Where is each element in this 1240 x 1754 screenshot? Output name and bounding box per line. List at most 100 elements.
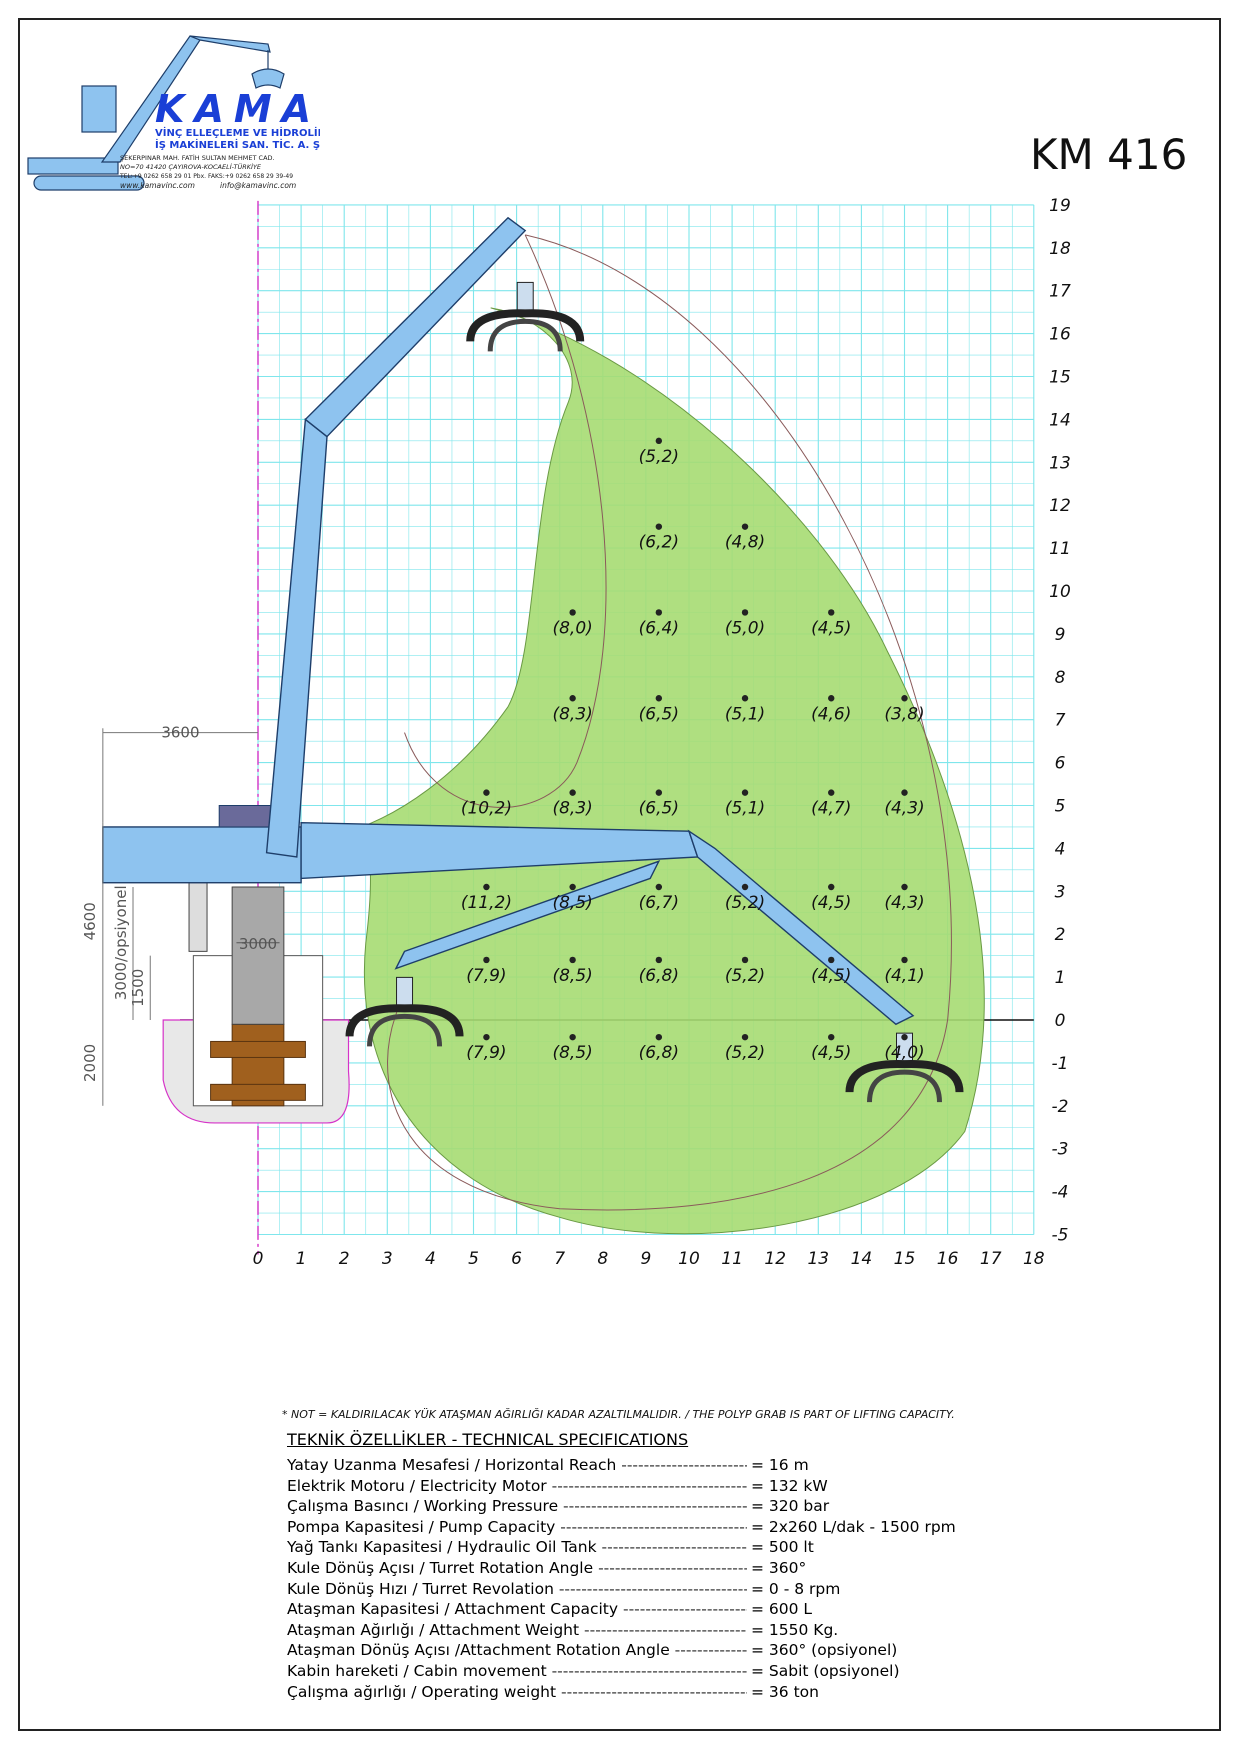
capacity-label: (4,5) [811,966,851,986]
spec-label: Yağ Tankı Kapasitesi / Hydraulic Oil Tan… [287,1537,747,1558]
capacity-point [901,883,908,891]
capacity-point [655,523,663,530]
spec-label: Çalışma ağırlığı / Operating weight [287,1682,747,1703]
capacity-point [741,1033,749,1041]
x-tick-label: 0 [253,1249,264,1269]
y-tick-label: -3 [1052,1140,1069,1160]
y-tick-label: 18 [1049,239,1071,259]
capacity-point [569,609,576,616]
capacity-point [741,883,749,891]
x-tick-label: 8 [597,1249,608,1269]
spec-label: Kule Dönüş Hızı / Turret Revolation [287,1579,747,1600]
y-tick-label: 10 [1049,582,1071,602]
capacity-label: (4,1) [884,966,924,986]
stick-upper [304,216,527,438]
capacity-point [655,883,663,891]
capacity-point [901,789,908,796]
capacity-point [828,789,835,796]
pile-flange [210,1083,306,1101]
dim-height-total: 4600 [81,902,99,940]
capacity-label: (5,1) [725,799,765,819]
spec-value: = 132 kW [751,1476,828,1495]
y-tick-label: 5 [1055,797,1066,817]
grab-tines [466,309,585,342]
logo-email: info@kamavinc.com [220,181,296,190]
capacity-point [569,956,576,964]
model-title: KM 416 [1030,130,1188,179]
page-frame [18,18,1221,1731]
capacity-label: (4,3) [884,799,924,819]
y-tick-label: 19 [1049,196,1071,216]
capacity-label: (6,5) [639,704,679,724]
capacity-point [655,1033,663,1041]
y-tick-label: 2 [1055,925,1066,945]
capacity-label: (8,5) [552,1043,592,1063]
capacity-point [741,695,749,702]
main-boom [265,418,328,858]
grab-near [345,976,464,1047]
spec-row: Yatay Uzanma Mesafesi / Horizontal Reach… [287,1455,1187,1476]
capacity-label: (5,2) [639,447,679,467]
spec-label: Ataşman Kapasitesi / Attachment Capacity [287,1599,747,1620]
spec-label: Kule Dönüş Açısı / Turret Rotation Angle [287,1558,747,1579]
ladder [188,882,208,952]
x-tick-label: 18 [1023,1249,1045,1269]
capacity-point [901,695,908,702]
logo-addr2: NO=70 41420 ÇAYIROVA-KOCAELİ-TÜRKİYE [120,162,262,171]
spec-value: = 360° [751,1558,807,1577]
dim-base-height: 1500 [129,969,147,1007]
spec-value: = 360° (opsiyonel) [751,1641,898,1660]
grab-far [845,1032,964,1103]
x-tick-label: 15 [894,1249,916,1269]
x-tick-label: 9 [640,1249,651,1269]
capacity-point [483,1033,490,1041]
grab-tines [487,318,563,352]
capacity-label: (4,0) [884,1043,924,1063]
capacity-point [901,1033,908,1041]
capacity-point [569,1033,576,1041]
y-tick-label: 0 [1055,1011,1066,1031]
dim-depth: 2000 [81,1044,99,1082]
capacity-point [655,609,663,616]
spec-value: = Sabit (opsiyonel) [751,1661,900,1680]
column [231,886,285,1025]
capacity-label: (6,4) [639,618,679,638]
capacity-point [655,437,663,445]
spec-row: Ataşman Ağırlığı / Attachment Weight= 15… [287,1620,1187,1641]
grab-tines [867,1069,942,1103]
x-tick-label: 6 [511,1249,522,1269]
capacity-label: (7,9) [466,1043,506,1063]
spec-label: Ataşman Ağırlığı / Attachment Weight [287,1620,747,1641]
y-tick-label: 6 [1055,754,1066,774]
y-tick-label: 3 [1055,882,1066,902]
y-tick-label: -5 [1052,1226,1069,1246]
x-tick-label: 1 [296,1249,307,1269]
y-tick-label: -2 [1052,1097,1069,1117]
capacity-label: (8,5) [552,966,592,986]
capacity-point [655,695,663,702]
x-tick-label: 16 [937,1249,959,1269]
capacity-point [901,956,908,964]
spec-label: Ataşman Dönüş Açısı /Attachment Rotation… [287,1640,747,1661]
envelope-area [360,307,985,1235]
spec-value: = 500 lt [751,1538,814,1557]
spec-label: Elektrik Motoru / Electricity Motor [287,1476,747,1497]
spec-row: Ataşman Dönüş Açısı /Attachment Rotation… [287,1640,1187,1661]
x-tick-label: 11 [721,1249,743,1269]
capacity-label: (5,1) [725,704,765,724]
spec-label: Çalışma Basıncı / Working Pressure [287,1496,747,1517]
specs-title: TEKNİK ÖZELLİKLER - TECHNICAL SPECIFICAT… [287,1430,689,1449]
machine-drawing [102,216,964,1124]
capacity-label: (4,5) [811,1043,851,1063]
capacity-point [655,956,663,964]
capacity-point [483,956,490,964]
spec-row: Yağ Tankı Kapasitesi / Hydraulic Oil Tan… [287,1537,1187,1558]
y-tick-label: 14 [1049,410,1071,430]
pile-flange [210,1040,306,1058]
spec-row: Kabin hareketi / Cabin movement= Sabit (… [287,1661,1187,1682]
capacity-label: (4,8) [725,533,765,553]
capacity-point [741,609,749,616]
y-tick-label: 7 [1055,711,1066,731]
capacity-label: (6,5) [639,799,679,819]
